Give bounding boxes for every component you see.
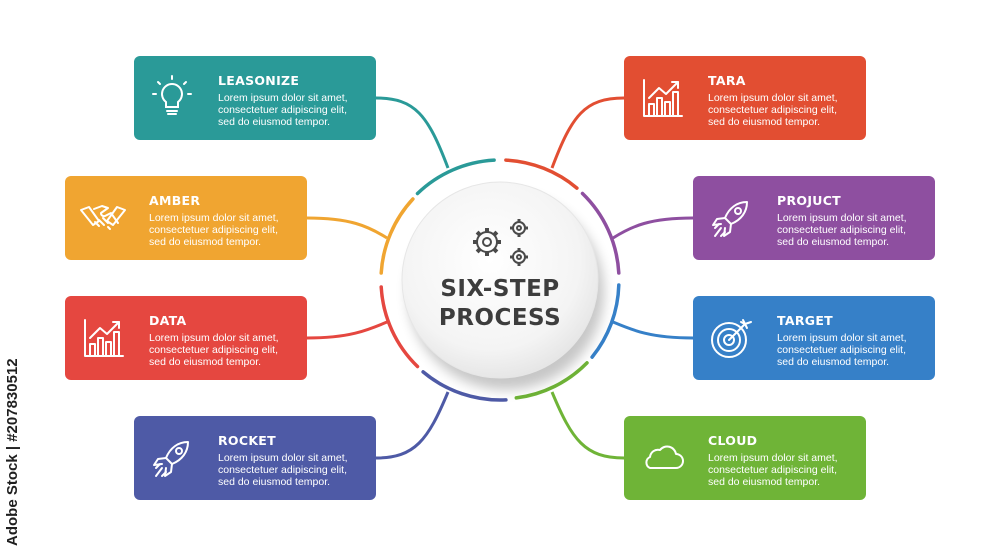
- connector-leasonize: [375, 96, 450, 169]
- card-title: PROJUCT: [777, 193, 842, 208]
- center-title-line1: SIX-STEP: [440, 276, 560, 302]
- ring-segment-leasonize: [415, 158, 496, 196]
- card-project: PROJUCT Lorem ipsum dolor sit amet, cons…: [693, 176, 935, 260]
- card-description: Lorem ipsum dolor sit amet, consectetuer…: [708, 452, 838, 488]
- card-description: Lorem ipsum dolor sit amet, consectetuer…: [149, 332, 279, 368]
- card-title: CLOUD: [708, 433, 758, 448]
- card-title: AMBER: [149, 193, 201, 208]
- card-title: TARGET: [777, 313, 833, 328]
- card-title: ROCKET: [218, 433, 276, 448]
- connector-data: [306, 320, 388, 340]
- ring-segment-data: [379, 285, 420, 369]
- card-tara: TARA Lorem ipsum dolor sit amet, consect…: [624, 56, 866, 140]
- cloud-icon: [645, 445, 684, 469]
- ring-segment-project: [580, 191, 621, 275]
- card-title: DATA: [149, 313, 187, 328]
- chart-icon: [643, 79, 683, 117]
- card-description: Lorem ipsum dolor sit amet, consectetuer…: [149, 212, 279, 248]
- gears-icon: [473, 219, 528, 266]
- card-target: TARGET Lorem ipsum dolor sit amet, conse…: [693, 296, 935, 380]
- card-description: Lorem ipsum dolor sit amet, consectetuer…: [218, 452, 348, 488]
- ring-segment-target: [590, 283, 621, 359]
- ring-segment-amber: [379, 197, 415, 275]
- card-description: Lorem ipsum dolor sit amet, consectetuer…: [777, 212, 907, 248]
- connector-project: [612, 216, 694, 240]
- card-rocket: ROCKET Lorem ipsum dolor sit amet, conse…: [134, 416, 376, 500]
- target-icon: [711, 319, 752, 358]
- card-title: LEASONIZE: [218, 73, 300, 88]
- ring-segment-cloud: [514, 361, 589, 400]
- connector-amber: [306, 216, 388, 240]
- rocket-icon: [153, 441, 189, 477]
- chart-icon: [84, 319, 124, 357]
- center-disc: [401, 181, 599, 379]
- card-description: Lorem ipsum dolor sit amet, consectetuer…: [708, 92, 838, 128]
- handshake-icon: [80, 205, 126, 230]
- card-description: Lorem ipsum dolor sit amet, consectetuer…: [218, 92, 348, 128]
- connector-cloud: [550, 391, 625, 460]
- center-title-line2: PROCESS: [438, 305, 562, 331]
- card-leasonize: LEASONIZE Lorem ipsum dolor sit amet, co…: [134, 56, 376, 140]
- stock-credit-text: Adobe Stock | #207830512: [4, 358, 21, 546]
- connector-rocket: [375, 391, 450, 460]
- connector-tara: [550, 96, 625, 169]
- card-description: Lorem ipsum dolor sit amet, consectetuer…: [777, 332, 907, 368]
- card-cloud: CLOUD Lorem ipsum dolor sit amet, consec…: [624, 416, 866, 500]
- lightbulb-icon: [152, 75, 192, 115]
- card-amber: AMBER Lorem ipsum dolor sit amet, consec…: [65, 176, 307, 260]
- card-data: DATA Lorem ipsum dolor sit amet, consect…: [65, 296, 307, 380]
- ring-segment-tara: [504, 158, 579, 190]
- connector-target: [612, 320, 694, 340]
- rocket-icon: [712, 201, 748, 237]
- ring-segment-rocket: [421, 370, 508, 402]
- card-title: TARA: [708, 73, 746, 88]
